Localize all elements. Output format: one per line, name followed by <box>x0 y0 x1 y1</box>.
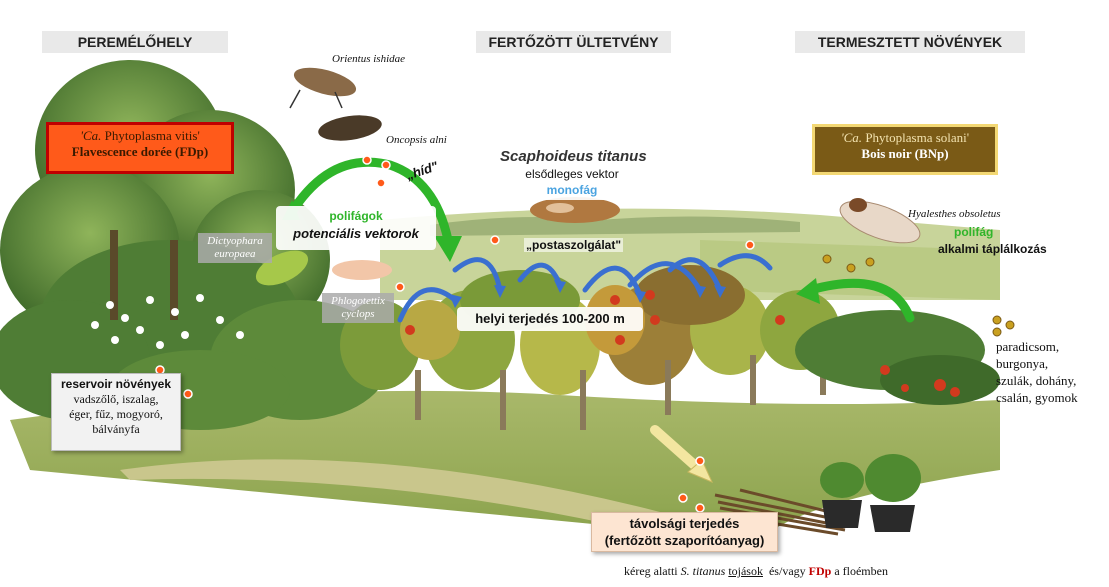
ground-path <box>120 459 760 545</box>
orientus-insect <box>289 67 357 109</box>
label-elsodleges-vektor: elsődleges vektor <box>525 167 619 181</box>
distance-line-1: távolsági terjedés <box>629 516 740 531</box>
white-blossoms <box>91 294 244 349</box>
reservoir-line-1: vadszőlő, iszalag, <box>73 392 159 406</box>
blue-arrow-heads <box>449 280 726 308</box>
label-scaphoideus: Scaphoideus titanus <box>500 148 647 165</box>
bnp-dots <box>822 254 1015 337</box>
seedling-pots <box>820 454 921 532</box>
caption-fdp: FDp <box>808 564 832 578</box>
caption-post: a floémben <box>831 564 888 578</box>
fdp-species: Phytoplasma vitis' <box>101 128 200 143</box>
crop-line-1: paradicsom, <box>996 339 1060 354</box>
fdp-disease-name: Flavescence dorée (FDp) <box>71 144 209 159</box>
caption-pre: kéreg alatti <box>624 564 681 578</box>
blue-arrows <box>397 253 773 323</box>
polyphagous-vectors-box: polifágok potenciális vektorok <box>276 206 436 250</box>
reservoir-line-3: bálványfa <box>92 422 140 436</box>
bridge-arrow-head <box>434 236 462 262</box>
crops-list: paradicsom, burgonya, szulák, dohány, cs… <box>996 338 1078 406</box>
crop-line-4: csalán, gyomok <box>996 390 1078 405</box>
distance-spread-box: távolsági terjedés (fertőzött szaporítóa… <box>591 512 778 552</box>
label-phlogotettix: Phlogotettix cyclops <box>322 293 394 323</box>
scaphoideus-insect <box>530 197 620 223</box>
caption-mid: és/vagy <box>762 564 809 578</box>
caption-species: S. titanus <box>680 564 726 578</box>
bnp-disease-name: Bois noir (BNp) <box>861 146 949 161</box>
far-treeline <box>430 216 800 236</box>
crop-arrow <box>805 278 915 323</box>
bnp-species: Phytoplasma solani' <box>862 130 970 145</box>
crop-line-2: burgonya, <box>996 356 1049 371</box>
reservoir-line-2: éger, fűz, mogyoró, <box>69 407 163 421</box>
bnp-box: 'Ca. Phytoplasma solani' Bois noir (BNp) <box>812 124 998 175</box>
fdp-box: 'Ca. Phytoplasma vitis' Flavescence doré… <box>46 122 234 174</box>
primary-vector-box: elsődleges vektor monofág <box>513 166 631 200</box>
distance-line-2: (fertőzött szaporítóanyag) <box>604 533 765 548</box>
bnp-ca-abbrev: 'Ca. <box>840 130 863 145</box>
crop-line-3: szulák, dohány, <box>996 373 1077 388</box>
fdp-ca-abbrev: 'Ca. <box>80 128 102 143</box>
crop-arrow-head <box>796 278 820 304</box>
header-peremelohely: PEREMÉLŐHELY <box>42 31 228 53</box>
label-potencialis-vektorok: potenciális vektorok <box>293 226 419 241</box>
label-oncopsis: Oncopsis alni <box>386 134 447 146</box>
label-alkalmi-taplalkozas: alkalmi táplálkozás <box>938 242 1047 256</box>
phlogotettix-insect <box>332 260 392 280</box>
label-helyi-terjedes: helyi terjedés 100-200 m <box>457 307 643 331</box>
label-monofag: monofág <box>546 183 598 197</box>
caption-eggs: tojások <box>728 564 763 578</box>
reservoir-title: reservoir növények <box>60 377 172 391</box>
hyalesthes-insect <box>839 198 921 244</box>
label-hyalesthes: Hyalesthes obsoletus <box>908 208 1001 220</box>
label-orientus: Orientus ishidae <box>332 53 406 65</box>
fdp-box-line1: 'Ca. Phytoplasma vitis' <box>49 128 231 144</box>
label-dictyophara: Dictyophara europaea <box>198 233 272 263</box>
crop-field <box>795 310 1000 405</box>
label-polifagok: polifágok <box>329 209 383 223</box>
label-postaszolgalat: „postaszolgálat" <box>524 238 624 252</box>
oncopsis-insect <box>318 115 382 141</box>
distance-arrow-head <box>687 459 713 483</box>
bnp-box-line1: 'Ca. Phytoplasma solani' <box>815 130 995 146</box>
label-polifag: polifág <box>954 225 994 239</box>
infected-leaves <box>405 290 785 345</box>
header-fertozott-ultetveny: FERTŐZÖTT ÜLTETVÉNY <box>476 31 671 53</box>
distance-arrow <box>650 425 705 475</box>
header-termesztett-novenyek: TERMESZTETT NÖVÉNYEK <box>795 31 1025 53</box>
reservoir-box: reservoir növények vadszőlő, iszalag, ég… <box>51 373 181 451</box>
caption: kéreg alatti S. titanus tojások és/vagy … <box>624 564 888 579</box>
